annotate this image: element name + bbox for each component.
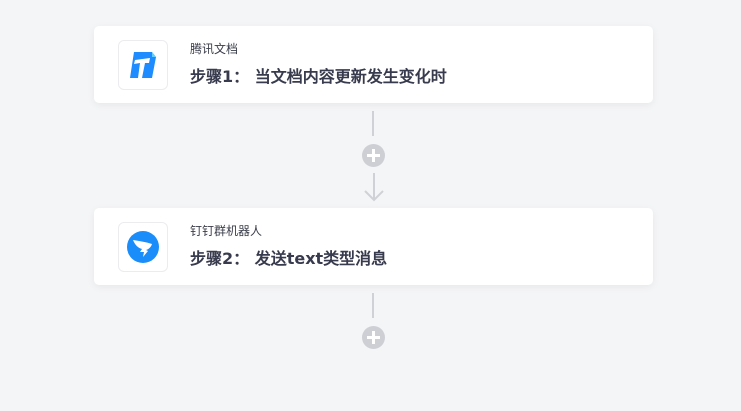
app-name: 钉钉群机器人 bbox=[190, 224, 263, 238]
step-title: 步骤2： 发送text类型消息 bbox=[190, 249, 388, 268]
connector-line bbox=[372, 111, 374, 136]
dingtalk-logo-icon bbox=[118, 222, 168, 272]
connector-line bbox=[372, 293, 374, 318]
tencent-docs-logo-icon bbox=[118, 40, 168, 90]
add-step-button[interactable] bbox=[362, 144, 385, 167]
app-name: 腾讯文档 bbox=[190, 42, 239, 56]
step-card-1[interactable]: 腾讯文档 步骤1： 当文档内容更新发生变化时 bbox=[94, 26, 653, 103]
add-step-button[interactable] bbox=[362, 326, 385, 349]
arrow-down-icon bbox=[364, 173, 384, 202]
step-title: 步骤1： 当文档内容更新发生变化时 bbox=[190, 67, 447, 86]
step-card-2[interactable]: 钉钉群机器人 步骤2： 发送text类型消息 bbox=[94, 208, 653, 285]
